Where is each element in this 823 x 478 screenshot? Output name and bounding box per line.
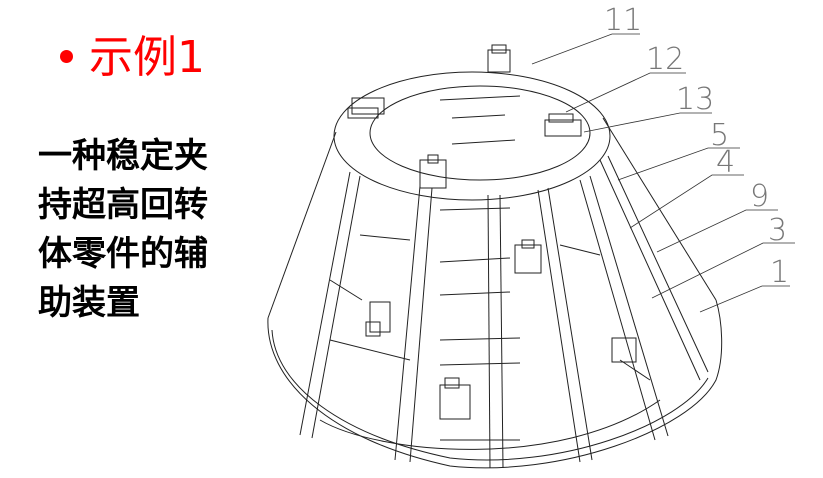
part-label: 4	[716, 145, 735, 180]
part-labels: 11 12 13 5 4 9 3 1	[604, 3, 789, 290]
part-label: 9	[750, 179, 769, 214]
part-label: 11	[604, 3, 642, 38]
part-label: 1	[770, 255, 789, 290]
description-line: 持超高回转	[38, 185, 208, 225]
description-line: 一种稳定夹	[38, 136, 208, 176]
description-line: 体零件的辅	[38, 234, 208, 274]
part-label: 13	[676, 82, 714, 117]
bullet-icon	[60, 49, 73, 63]
slide-title: 示例1	[60, 30, 205, 86]
part-label: 3	[768, 213, 787, 248]
slide-description: 一种稳定夹 持超高回转 体零件的辅 助装置	[38, 132, 228, 328]
slide-title-text: 示例1	[89, 32, 205, 83]
part-label: 12	[646, 42, 684, 77]
description-line: 助装置	[38, 283, 140, 323]
part-label: 5	[710, 118, 729, 153]
